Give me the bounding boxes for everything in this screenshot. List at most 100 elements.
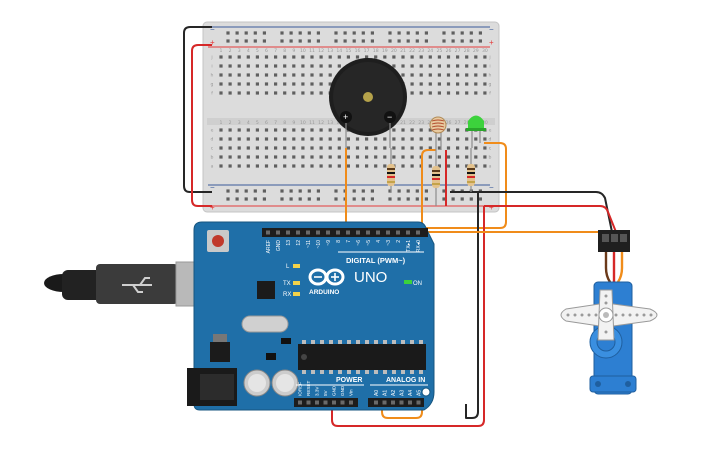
breadboard-hole[interactable] — [246, 146, 250, 150]
breadboard-hole[interactable] — [319, 128, 323, 132]
breadboard-hole[interactable] — [219, 82, 223, 86]
breadboard-hole[interactable] — [292, 164, 296, 168]
rail-hole[interactable] — [307, 31, 311, 35]
rail-hole[interactable] — [235, 31, 239, 35]
breadboard-hole[interactable] — [355, 164, 360, 168]
rail-hole[interactable] — [442, 31, 446, 35]
breadboard-hole[interactable] — [228, 55, 232, 59]
breadboard-hole[interactable] — [419, 55, 423, 59]
breadboard-hole[interactable] — [274, 73, 278, 77]
breadboard-hole[interactable] — [319, 82, 323, 86]
rail-hole[interactable] — [370, 31, 374, 35]
breadboard-hole[interactable] — [456, 73, 460, 77]
breadboard-hole[interactable] — [292, 91, 296, 95]
rail-hole[interactable] — [334, 39, 338, 43]
breadboard-hole[interactable] — [401, 64, 405, 68]
breadboard-hole[interactable] — [383, 146, 387, 150]
breadboard-hole[interactable] — [228, 146, 232, 150]
rail-hole[interactable] — [397, 189, 401, 193]
breadboard-hole[interactable] — [428, 64, 432, 68]
breadboard-hole[interactable] — [483, 137, 487, 141]
breadboard-hole[interactable] — [474, 164, 478, 168]
digital-header-pin[interactable] — [306, 230, 310, 235]
breadboard-hole[interactable] — [410, 82, 414, 86]
breadboard-hole[interactable] — [301, 91, 305, 95]
breadboard-hole[interactable] — [474, 91, 478, 95]
rail-hole[interactable] — [298, 189, 302, 193]
breadboard-hole[interactable] — [328, 73, 332, 77]
digital-header-pin[interactable] — [416, 230, 420, 235]
breadboard-hole[interactable] — [428, 73, 432, 77]
rail-hole[interactable] — [289, 31, 293, 35]
breadboard-hole[interactable] — [292, 155, 296, 159]
breadboard-hole[interactable] — [365, 164, 369, 168]
breadboard-hole[interactable] — [401, 155, 405, 159]
breadboard-hole[interactable] — [401, 137, 405, 141]
breadboard-hole[interactable] — [255, 55, 259, 59]
breadboard-hole[interactable] — [319, 55, 323, 59]
rail-hole[interactable] — [334, 197, 338, 201]
breadboard-hole[interactable] — [456, 64, 460, 68]
rail-hole[interactable] — [460, 31, 464, 35]
digital-header-pin[interactable] — [396, 230, 400, 235]
power-header-pin[interactable] — [323, 400, 328, 405]
breadboard-hole[interactable] — [419, 146, 423, 150]
breadboard-hole[interactable] — [301, 55, 305, 59]
breadboard-hole[interactable] — [437, 82, 441, 86]
rail-hole[interactable] — [388, 39, 392, 43]
photoresistor[interactable] — [429, 116, 447, 150]
breadboard-hole[interactable] — [310, 164, 314, 168]
breadboard-hole[interactable] — [283, 155, 287, 159]
rail-hole[interactable] — [406, 189, 410, 193]
breadboard-hole[interactable] — [456, 164, 460, 168]
servo-motor[interactable] — [560, 230, 658, 395]
breadboard-hole[interactable] — [328, 128, 332, 132]
breadboard-hole[interactable] — [446, 73, 451, 77]
breadboard-hole[interactable] — [283, 91, 287, 95]
breadboard-hole[interactable] — [446, 155, 451, 159]
breadboard-hole[interactable] — [301, 155, 305, 159]
breadboard-hole[interactable] — [310, 137, 314, 141]
breadboard-hole[interactable] — [410, 91, 414, 95]
breadboard-hole[interactable] — [237, 73, 241, 77]
rail-hole[interactable] — [478, 197, 482, 201]
breadboard-hole[interactable] — [255, 73, 259, 77]
rail-hole[interactable] — [244, 197, 248, 201]
breadboard-hole[interactable] — [392, 146, 396, 150]
rail-hole[interactable] — [361, 197, 365, 201]
breadboard-hole[interactable] — [255, 146, 259, 150]
breadboard-hole[interactable] — [346, 146, 350, 150]
rail-hole[interactable] — [307, 197, 311, 201]
power-header-pin[interactable] — [349, 400, 353, 405]
breadboard-hole[interactable] — [337, 146, 341, 150]
breadboard-hole[interactable] — [283, 128, 287, 132]
breadboard-hole[interactable] — [328, 55, 332, 59]
analog-header-pin[interactable] — [382, 400, 387, 405]
breadboard-hole[interactable] — [355, 146, 360, 150]
breadboard-hole[interactable] — [346, 137, 350, 141]
breadboard-hole[interactable] — [483, 146, 487, 150]
breadboard-hole[interactable] — [246, 82, 250, 86]
breadboard-hole[interactable] — [283, 137, 287, 141]
rail-hole[interactable] — [334, 189, 338, 193]
rail-hole[interactable] — [361, 31, 365, 35]
rail-hole[interactable] — [253, 197, 257, 201]
rail-hole[interactable] — [388, 31, 392, 35]
breadboard-hole[interactable] — [219, 73, 223, 77]
breadboard-hole[interactable] — [410, 155, 414, 159]
breadboard-hole[interactable] — [328, 82, 332, 86]
breadboard-hole[interactable] — [383, 155, 387, 159]
breadboard-hole[interactable] — [310, 64, 314, 68]
breadboard-hole[interactable] — [219, 146, 223, 150]
breadboard-hole[interactable] — [419, 82, 423, 86]
breadboard-hole[interactable] — [465, 64, 469, 68]
rail-hole[interactable] — [235, 189, 239, 193]
breadboard-hole[interactable] — [401, 146, 405, 150]
breadboard-hole[interactable] — [255, 155, 259, 159]
breadboard-hole[interactable] — [392, 155, 396, 159]
breadboard-hole[interactable] — [456, 82, 460, 86]
servo-horn[interactable] — [560, 289, 658, 341]
breadboard-hole[interactable] — [228, 137, 232, 141]
breadboard-hole[interactable] — [228, 91, 232, 95]
breadboard-hole[interactable] — [337, 128, 341, 132]
